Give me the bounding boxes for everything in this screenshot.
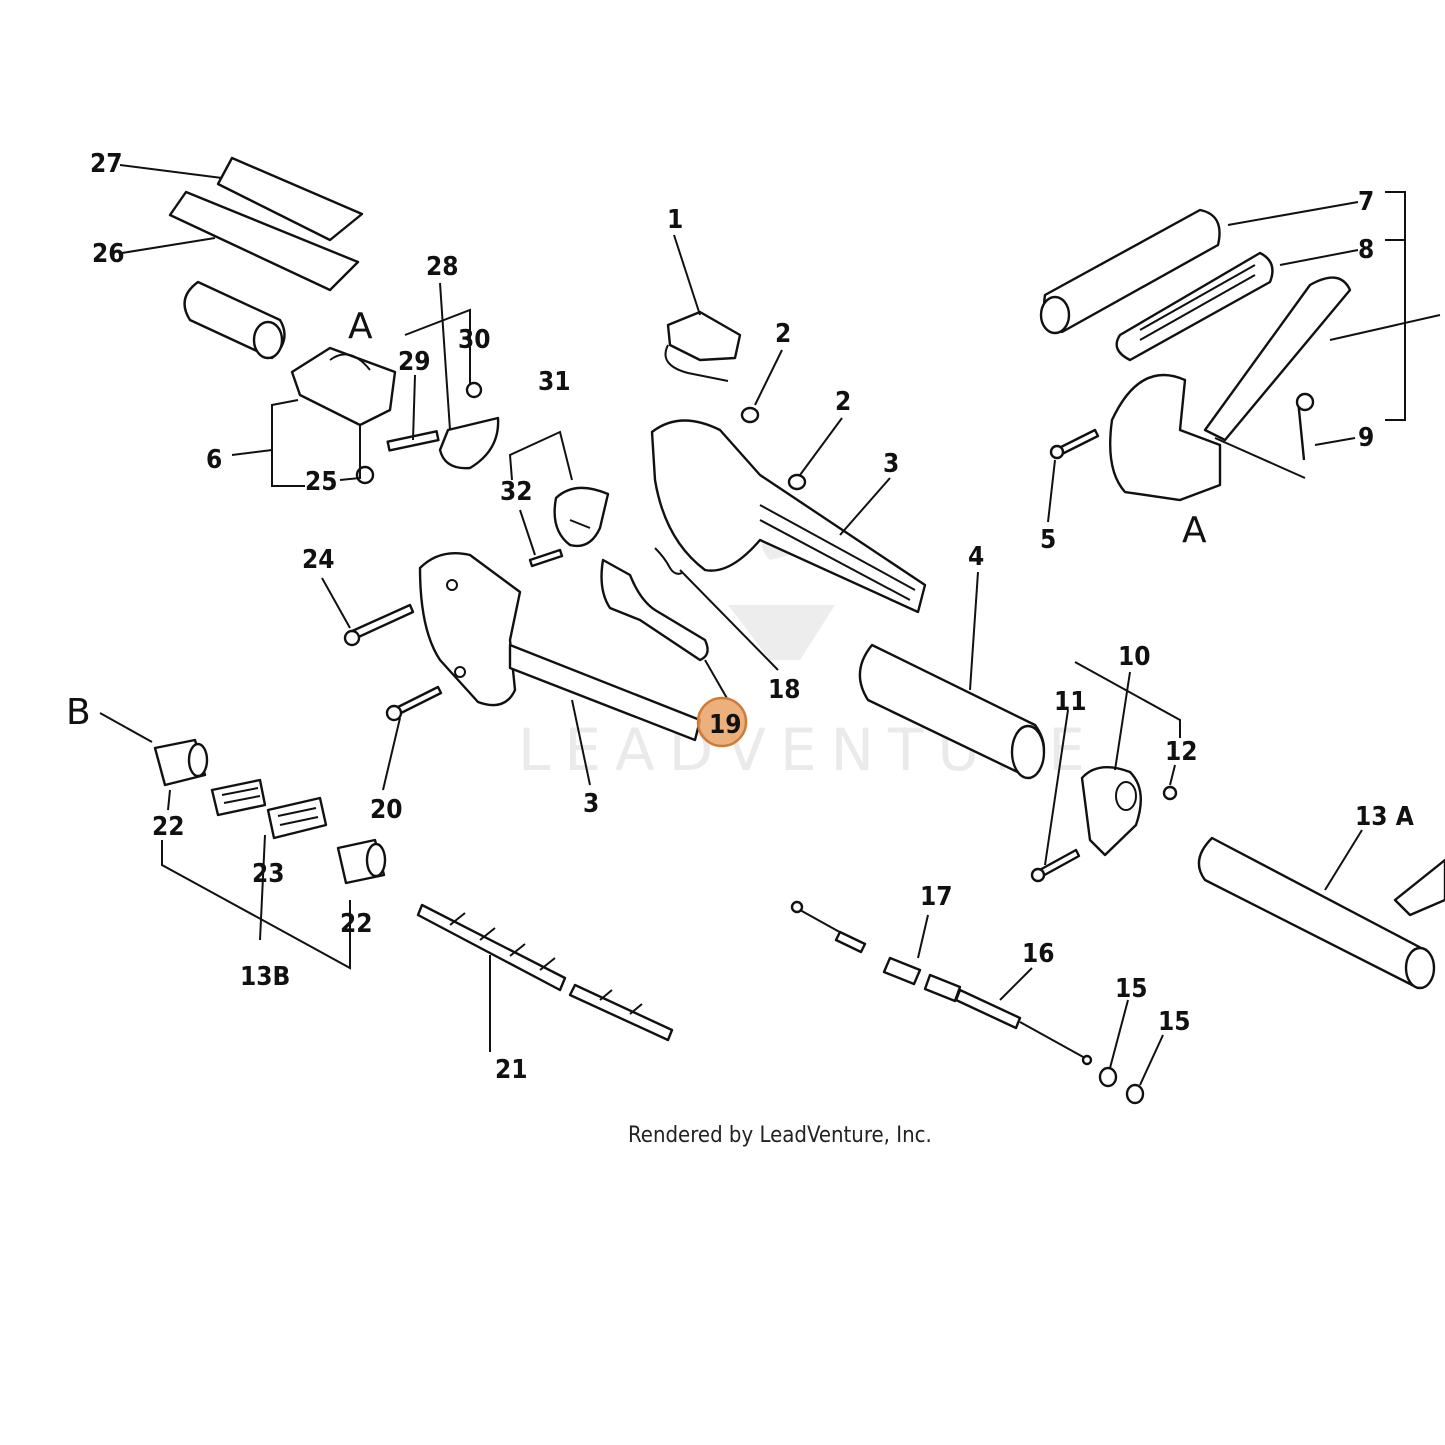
part-label[interactable]: 2 <box>775 319 791 349</box>
part-label[interactable]: 4 <box>968 542 984 572</box>
spline-23a[interactable] <box>210 778 267 817</box>
screw-11[interactable] <box>1030 848 1081 883</box>
housing-left[interactable] <box>418 551 702 742</box>
shaft-13a[interactable] <box>1197 836 1445 990</box>
part-labels: 27 26 28 29 30 6 25 31 32 24 20 3 1 2 2 … <box>90 149 1414 1085</box>
nut-2b[interactable] <box>787 473 807 491</box>
part-label[interactable]: 27 <box>90 149 123 179</box>
part-label[interactable]: 20 <box>370 795 403 825</box>
grip-4[interactable] <box>858 643 1046 780</box>
screw-5[interactable] <box>1049 428 1100 460</box>
part-label[interactable]: 16 <box>1022 939 1055 969</box>
spring-18[interactable] <box>654 547 683 575</box>
part-label[interactable]: 31 <box>538 367 571 397</box>
part-label[interactable]: 9 <box>1358 423 1374 453</box>
section-letter: A <box>1182 510 1207 551</box>
part-label[interactable]: 28 <box>426 252 459 282</box>
part-label[interactable]: 3 <box>883 449 899 479</box>
decal-26[interactable] <box>168 190 360 292</box>
part-label[interactable]: 5 <box>1040 525 1056 555</box>
cable-16[interactable] <box>954 988 1093 1066</box>
trigger-19[interactable] <box>600 558 709 662</box>
part-label[interactable]: 8 <box>1358 235 1374 265</box>
highlight-hotspot-19[interactable] <box>696 696 748 748</box>
nut-12[interactable] <box>1162 785 1178 801</box>
part-label[interactable]: 26 <box>92 239 125 269</box>
driveshaft-21[interactable] <box>416 903 674 1042</box>
part-label[interactable]: 3 <box>583 789 599 819</box>
clamp-6[interactable] <box>290 346 397 485</box>
screw-32[interactable] <box>528 548 564 568</box>
part-label[interactable]: 24 <box>302 545 335 575</box>
coupler-22b[interactable] <box>336 838 387 885</box>
part-label[interactable]: 21 <box>495 1055 528 1085</box>
part-label[interactable]: 15 <box>1115 974 1148 1004</box>
decal-27[interactable] <box>216 156 364 242</box>
part-label[interactable]: 11 <box>1054 687 1087 717</box>
part-label-highlighted[interactable]: 19 <box>709 710 742 740</box>
coupler-22a[interactable] <box>153 738 209 787</box>
nut-2a[interactable] <box>740 406 760 424</box>
grip-7[interactable] <box>1039 208 1221 335</box>
part-label[interactable]: 23 <box>252 859 285 889</box>
nut-15b[interactable] <box>1125 1083 1145 1105</box>
clamp-10[interactable] <box>1080 766 1142 857</box>
credit-text: Rendered by LeadVenture, Inc. <box>628 1123 932 1148</box>
part-label[interactable]: 13B <box>240 962 290 992</box>
leader-lines <box>99 164 1441 1086</box>
part-label[interactable]: 17 <box>920 882 953 912</box>
part-label[interactable]: 18 <box>768 675 801 705</box>
part-label[interactable]: 25 <box>305 467 338 497</box>
section-letter: B <box>66 692 91 733</box>
handle-loop[interactable] <box>1109 276 1352 502</box>
part-label[interactable]: 2 <box>835 387 851 417</box>
clamp-28[interactable] <box>386 381 500 470</box>
part-label[interactable]: 12 <box>1165 737 1198 767</box>
part-label[interactable]: 22 <box>152 812 185 842</box>
section-letters: A A B <box>66 306 1207 733</box>
switch-1[interactable] <box>664 310 742 382</box>
part-label[interactable]: 7 <box>1358 187 1374 217</box>
grip-8[interactable] <box>1115 251 1274 362</box>
part-label[interactable]: 29 <box>398 347 431 377</box>
part-label[interactable]: 15 <box>1158 1007 1191 1037</box>
part-label[interactable]: 6 <box>206 445 222 475</box>
cable-17[interactable] <box>790 900 962 1003</box>
section-letter: A <box>348 306 373 347</box>
part-label[interactable]: 22 <box>340 909 373 939</box>
screw-24[interactable] <box>343 603 415 647</box>
nut-15a[interactable] <box>1098 1066 1118 1088</box>
clamp-31[interactable] <box>553 486 610 548</box>
screw-20[interactable] <box>385 685 443 722</box>
sleeve-part[interactable] <box>183 280 286 360</box>
part-label[interactable]: 32 <box>500 477 533 507</box>
part-label[interactable]: 10 <box>1118 642 1151 672</box>
spline-23b[interactable] <box>266 796 328 840</box>
part-label[interactable]: 30 <box>458 325 491 355</box>
part-label[interactable]: 1 <box>667 205 683 235</box>
housing-upper[interactable] <box>650 419 927 614</box>
part-label[interactable]: 13 A <box>1355 802 1414 832</box>
